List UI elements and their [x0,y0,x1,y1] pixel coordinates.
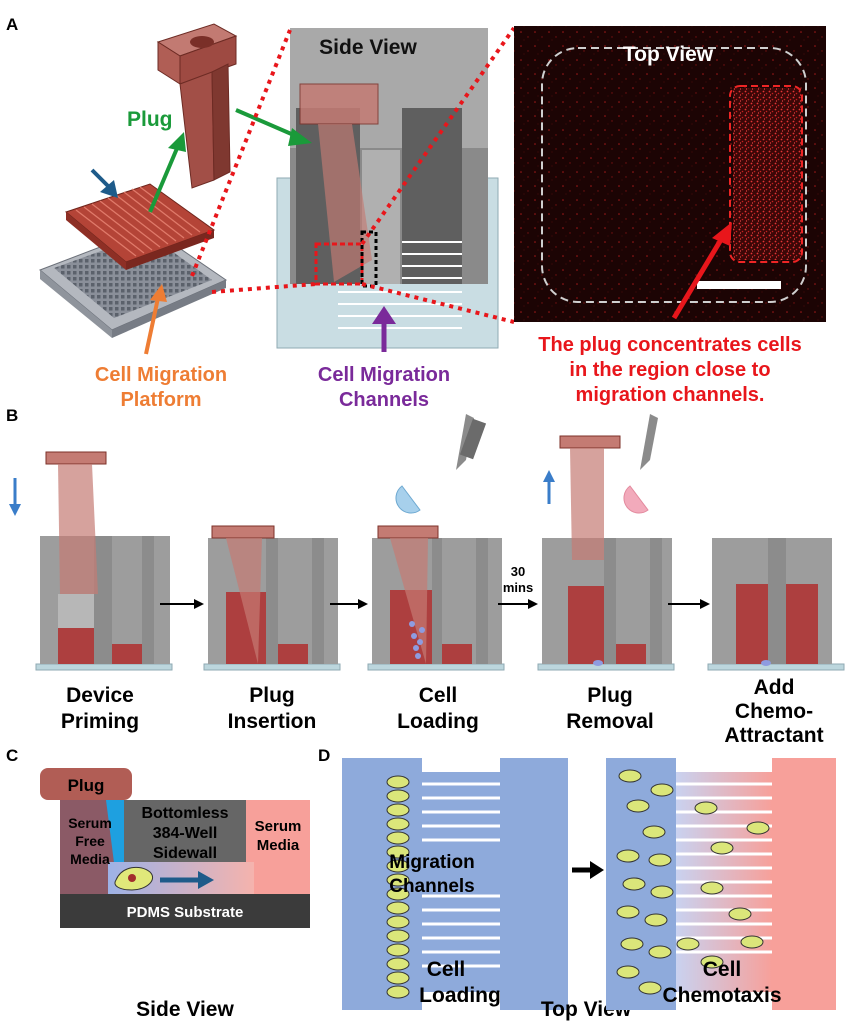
sidewall-line1: Bottomless [141,805,228,822]
caption-line2: in the region close to [569,359,770,381]
serum-line2: Media [257,837,300,854]
green-arrow [148,132,186,213]
step3-label-line2: Loading [397,710,479,733]
d-channels-line2: Channels [389,876,475,897]
plug-3d [156,23,238,189]
c-caption: Side View [136,998,234,1021]
d-chemotaxis-line1: Cell [703,958,742,981]
black-arrow [572,861,604,879]
migration-layer [64,183,216,270]
serum-free-line1: Serum [68,815,112,831]
time-label-line1: 30 [511,564,525,579]
well-step2 [203,525,341,671]
caption-line3: migration channels. [576,384,765,406]
step2-label-line2: Insertion [228,710,317,733]
d-chemotaxis-line2: Chemotaxis [662,984,781,1007]
plug-label: Plug [127,108,173,131]
side-view-box [276,28,499,349]
step1-label-line2: Priming [61,710,139,733]
serum-free-line2: Free [75,833,105,849]
c-plug-label: Plug [68,776,105,795]
platform-plate [39,227,228,338]
well-step1 [9,451,173,671]
process-arrows [160,599,710,609]
platform-label-line2: Platform [120,389,201,411]
step5-label-line3: Attractant [724,724,823,747]
step2-label-line1: Plug [249,684,295,707]
channels-label-line1: Cell Migration [318,364,450,386]
d-loading-line1: Cell [427,958,466,981]
navy-arrow [90,168,118,198]
substrate-label: PDMS Substrate [127,904,244,921]
sidewall-line2: 384-Well [153,825,218,842]
panel-letter-d: D [318,746,330,765]
top-view-right [606,758,836,1010]
top-view-left [342,758,568,1010]
panel-letter-a: A [6,15,18,34]
serum-free-line3: Media [70,851,110,867]
side-view-title: Side View [319,36,417,59]
panel-letter-c: C [6,746,18,765]
well-step5 [707,538,845,671]
top-view-image [514,26,826,322]
orange-arrow [144,284,167,355]
step4-label-line2: Removal [566,710,654,733]
panel-letter-b: B [6,406,18,425]
step3-label-line1: Cell [419,684,458,707]
platform-label-line1: Cell Migration [95,364,227,386]
caption-line1: The plug concentrates cells [538,334,801,356]
step5-label-line2: Chemo- [735,700,813,723]
well-step4 [537,414,675,671]
channels-label-line2: Channels [339,389,429,411]
purple-arrow [372,306,396,352]
serum-line1: Serum [255,818,302,835]
d-channels-line1: Migration [389,852,475,873]
green-arrow-side [235,108,312,146]
step5-label-line1: Add [754,676,795,699]
d-loading-line2: Loading [419,984,501,1007]
step4-label-line1: Plug [587,684,633,707]
top-view-title: Top View [623,43,714,66]
time-label-line2: mins [503,580,533,595]
well-step3 [367,414,505,671]
step1-label-line1: Device [66,684,134,707]
side-view-diagram [40,768,310,928]
sidewall-line3: Sidewall [153,845,217,862]
